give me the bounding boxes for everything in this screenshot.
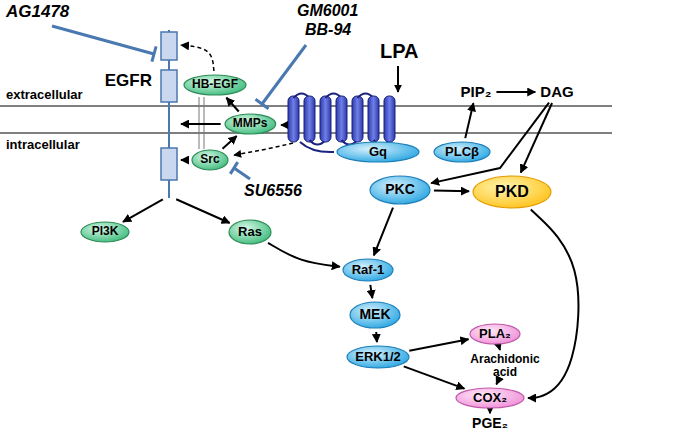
inhibitor-line: [262, 45, 306, 104]
node-label: PGE₂: [472, 416, 508, 431]
signal-arrow: [434, 190, 469, 193]
inhibitor-line: [234, 168, 250, 179]
signal-arrow: [374, 208, 393, 256]
signal-arrow: [496, 382, 497, 384]
kinase-oval: ERK1/2: [346, 345, 410, 369]
receptor-tail: [300, 142, 334, 152]
node-label: COX₂: [473, 391, 507, 405]
signal-arrow: [375, 332, 378, 342]
enzyme-oval: COX₂: [455, 387, 525, 409]
node-label: Raf-1: [352, 263, 385, 277]
node-label: ERK1/2: [355, 350, 401, 364]
inhibitor-line: [52, 26, 154, 54]
receptor-shape: [160, 28, 178, 198]
node-label: PLCβ: [445, 145, 479, 159]
node-label: HB-EGF: [192, 78, 238, 91]
metabolite-label: Arachidonic acid: [462, 353, 548, 379]
signal-arrow: [223, 136, 237, 149]
signal-arrow: [268, 243, 340, 267]
kinase-oval: Raf-1: [342, 258, 394, 282]
signal-arrow: [181, 159, 188, 161]
ligand-arrow: [397, 66, 399, 92]
helix: [352, 96, 363, 142]
protein-oval: HB-EGF: [183, 74, 247, 96]
signal-arrow: [409, 339, 468, 351]
signal-arrow: [123, 199, 163, 221]
inhibitor-name: AG1478: [6, 2, 69, 22]
node-label: PIP₂: [461, 84, 492, 101]
region-label: LPA: [380, 40, 419, 63]
node-label: PKC: [385, 182, 415, 197]
lipid-label: DAG: [538, 84, 575, 101]
node-label: Gq: [369, 145, 387, 159]
helix: [384, 96, 395, 142]
signal-arrow: [181, 45, 214, 71]
lipid-label: PIP₂: [459, 84, 494, 101]
helix: [368, 96, 379, 142]
protein-oval: PI3K: [80, 221, 130, 243]
inhibitor-bar: [152, 46, 156, 61]
enzyme-oval: PLA₂: [469, 323, 521, 345]
signal-arrow: [521, 103, 552, 173]
node-label: PI3K: [92, 225, 119, 238]
signal-arrow: [431, 103, 549, 183]
signal-arrow: [176, 199, 229, 223]
node-label: MMPs: [233, 117, 268, 130]
signal-arrow: [181, 123, 221, 125]
signal-arrow: [370, 285, 372, 298]
node-label: PKD: [495, 183, 529, 201]
receptor: EGFR: [160, 28, 178, 198]
kinase-oval: MEK: [349, 301, 401, 329]
node-label: Ras: [238, 225, 262, 239]
product-label: PGE₂: [470, 416, 510, 431]
region-label: extracellular: [6, 88, 83, 103]
node-label: PLA₂: [479, 327, 511, 341]
kinase-oval: PKD: [472, 175, 552, 209]
signal-arrow: [404, 366, 465, 388]
node-label: Arachidonic acid: [464, 353, 546, 379]
signal-arrow: [465, 103, 473, 138]
helix: [288, 96, 299, 142]
helix: [304, 96, 315, 142]
signal-arrow: [498, 348, 501, 350]
inhibitor-name: BB-94: [305, 21, 351, 39]
helix: [320, 96, 331, 142]
inhibitor-name: SU6556: [244, 182, 302, 200]
helix: [336, 96, 347, 142]
inhibitor-bar: [230, 162, 237, 174]
node-label: EGFR: [105, 72, 152, 91]
protein-oval: Gq: [336, 141, 420, 163]
gpcr-receptor: [288, 94, 395, 145]
signal-arrow: [489, 412, 491, 413]
protein-oval: PLCβ: [433, 141, 491, 163]
region-label: intracellular: [6, 138, 80, 153]
node-label: MEK: [359, 307, 390, 322]
dashed-arrow: [281, 124, 288, 126]
inhibitor-name: GM6001: [297, 2, 358, 20]
signal-arrow: [528, 210, 578, 398]
node-label: DAG: [540, 84, 573, 101]
protein-oval: Ras: [228, 219, 272, 245]
protein-oval: Src: [191, 149, 229, 171]
signal-arrow: [496, 91, 535, 93]
inhibitor-bar: [256, 99, 269, 108]
protein-oval: MMPs: [224, 113, 277, 135]
signal-arrow: [226, 98, 238, 112]
dashed-arrow: [234, 143, 293, 155]
kinase-oval: PKC: [369, 175, 431, 205]
node-label: Src: [200, 153, 219, 166]
